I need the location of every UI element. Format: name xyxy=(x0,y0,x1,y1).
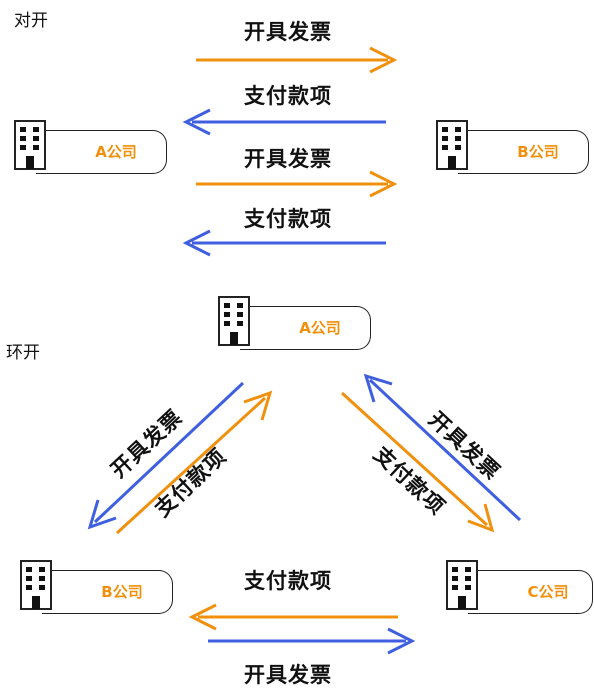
label-pay-2: 支付款项 xyxy=(244,207,332,231)
arrow-b-to-a-payment-2 xyxy=(182,229,386,257)
arrow-c-to-a-invoice-diagonal xyxy=(363,373,522,522)
company-name: A公司 xyxy=(299,319,341,337)
company-name: B公司 xyxy=(101,583,143,601)
label-pay-bottom: 支付款项 xyxy=(244,569,332,593)
company-box: C公司 xyxy=(468,570,593,614)
arrow-a-to-b-invoice-2 xyxy=(196,170,398,198)
company-name: C公司 xyxy=(527,583,569,601)
section-title-circular: 环开 xyxy=(6,343,40,363)
label-issue-invoice-bottom: 开具发票 xyxy=(244,663,332,687)
arrow-b-to-c-invoice xyxy=(208,627,416,655)
arrow-b-to-a-payment-diagonal xyxy=(115,390,273,535)
company-name: B公司 xyxy=(517,143,559,161)
building-icon xyxy=(218,296,250,346)
building-icon xyxy=(14,120,46,170)
arrow-a-to-b-invoice-1 xyxy=(196,46,398,74)
arrow-a-to-b-invoice-diagonal xyxy=(87,381,245,530)
company-name: A公司 xyxy=(95,143,137,161)
label-issue-invoice-1: 开具发票 xyxy=(244,20,332,44)
label-pay-1: 支付款项 xyxy=(244,84,332,108)
arrow-b-to-a-payment-1 xyxy=(182,108,386,136)
building-icon xyxy=(446,560,478,610)
arrow-a-to-c-payment-diagonal xyxy=(340,391,495,533)
building-icon xyxy=(436,120,468,170)
company-box: A公司 xyxy=(36,130,167,174)
company-box: B公司 xyxy=(458,130,589,174)
label-issue-invoice-2: 开具发票 xyxy=(244,147,332,171)
building-icon xyxy=(20,560,52,610)
section-title-mutual: 对开 xyxy=(14,11,48,31)
company-box: B公司 xyxy=(42,570,173,614)
arrow-c-to-b-payment xyxy=(188,603,398,631)
company-box: A公司 xyxy=(240,306,371,350)
